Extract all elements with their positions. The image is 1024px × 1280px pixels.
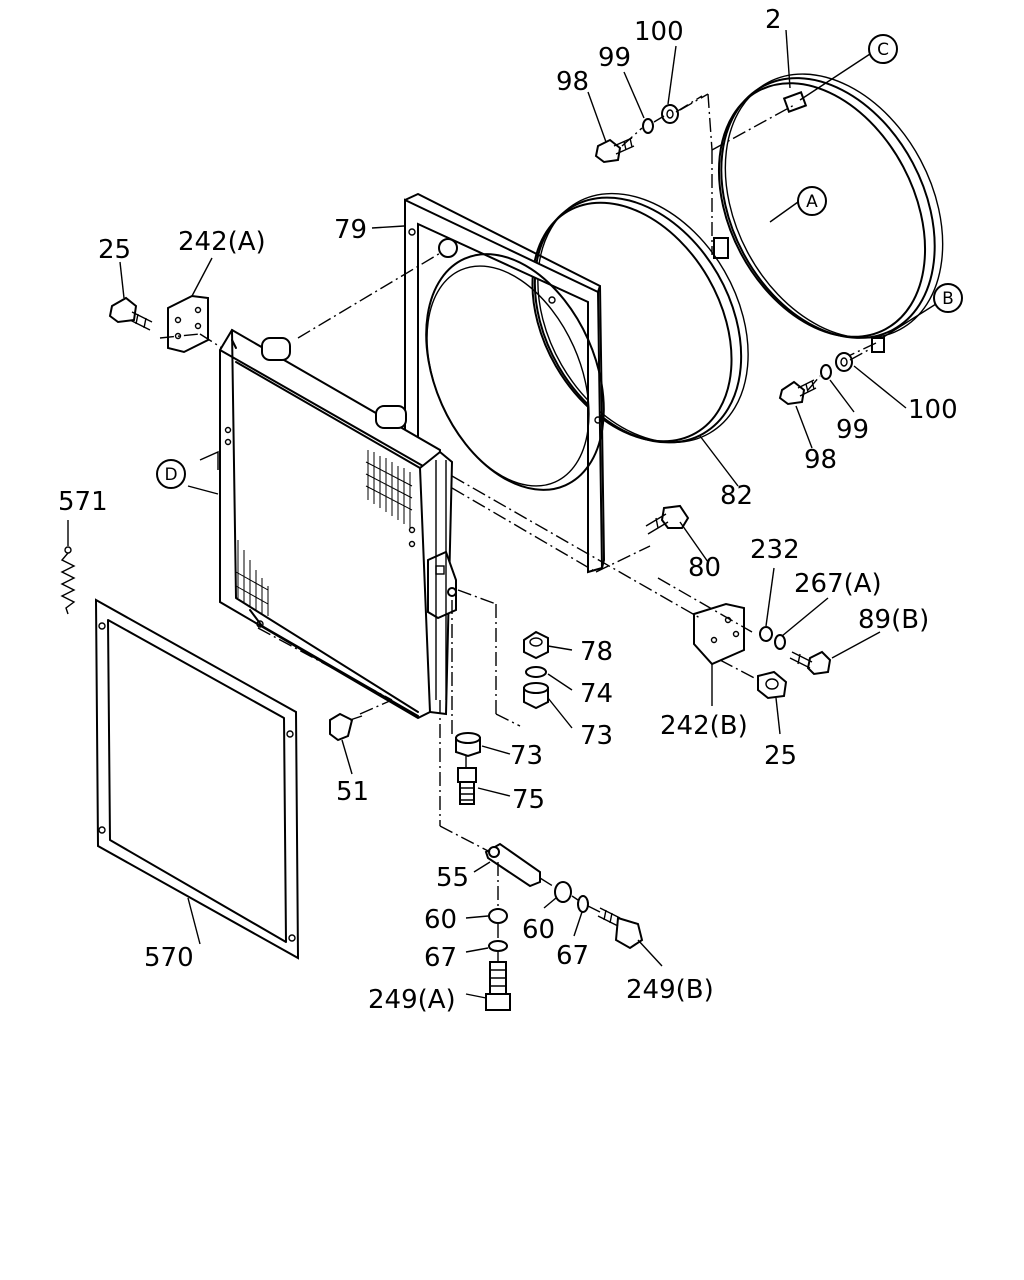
- label-part-571: 571: [58, 487, 108, 517]
- label-part-60-left: 60: [424, 905, 457, 935]
- bracket-242a: [167, 294, 209, 354]
- label-part-67-left: 67: [424, 943, 457, 973]
- bolt-25-left: [108, 296, 153, 331]
- label-part-78: 78: [580, 637, 613, 667]
- bolt-249b: [597, 907, 644, 950]
- label-part-232: 232: [750, 535, 800, 565]
- bushing-73-mid: [455, 732, 481, 758]
- washer-99-top: [642, 118, 654, 134]
- nut-78: [523, 630, 549, 660]
- label-part-80: 80: [688, 553, 721, 583]
- shroud-ring: [679, 73, 944, 361]
- label-part-249a: 249(A): [368, 985, 456, 1015]
- label-part-242a: 242(A): [178, 227, 266, 257]
- screen-guard: [94, 598, 300, 960]
- side-bracket: [427, 460, 457, 700]
- stud-75: [457, 767, 477, 805]
- label-part-100-top: 100: [634, 17, 684, 47]
- knob-51: [329, 712, 363, 742]
- label-part-570: 570: [144, 943, 194, 973]
- callout-d-letter: D: [164, 465, 177, 485]
- label-part-100-right: 100: [908, 395, 958, 425]
- bolt-249a: [485, 961, 511, 1011]
- washer-67-left: [488, 940, 508, 952]
- label-part-89b: 89(B): [858, 605, 929, 635]
- label-part-73-mid: 73: [510, 741, 543, 771]
- core-hatch-upper: [365, 450, 413, 528]
- label-part-249b: 249(B): [626, 975, 714, 1005]
- nut-232: [759, 626, 773, 642]
- label-part-60-right: 60: [522, 915, 555, 945]
- callout-a: A: [797, 186, 827, 216]
- label-part-51: 51: [336, 777, 369, 807]
- radiator-core: [199, 328, 454, 720]
- link-55: [484, 842, 541, 888]
- label-part-82: 82: [720, 481, 753, 511]
- washer-67-right: [577, 895, 589, 913]
- callout-c: C: [868, 34, 898, 64]
- bolt-25-right: [757, 670, 788, 700]
- label-part-74: 74: [580, 679, 613, 709]
- callout-c-letter: C: [877, 40, 889, 60]
- bolt-98-top: [594, 137, 635, 164]
- callout-b: B: [933, 283, 963, 313]
- bushing-60-left: [488, 908, 508, 924]
- label-part-2: 2: [765, 5, 782, 35]
- bracket-242b: [693, 602, 745, 666]
- label-part-25-left: 25: [98, 235, 131, 265]
- washer-99-right: [820, 364, 832, 380]
- washer-267a: [774, 634, 786, 650]
- callout-d: D: [156, 459, 186, 489]
- bushing-73-right: [523, 682, 549, 710]
- seal-ring: [531, 192, 749, 444]
- bolt-80: [645, 504, 690, 535]
- callout-b-letter: B: [942, 289, 954, 309]
- label-part-99-right: 99: [836, 415, 869, 445]
- leader-lines: [67, 29, 937, 999]
- label-part-67-right: 67: [556, 941, 589, 971]
- assembly-lines: [159, 95, 873, 962]
- label-part-242b: 242(B): [660, 711, 748, 741]
- washer-74: [525, 666, 547, 678]
- spring-571: [60, 546, 76, 615]
- washer-100-top: [661, 104, 679, 124]
- label-part-25-right: 25: [764, 741, 797, 771]
- label-part-267a: 267(A): [794, 569, 882, 599]
- label-part-98-right: 98: [804, 445, 837, 475]
- bushing-60-right: [554, 881, 572, 903]
- label-part-98-top: 98: [556, 67, 589, 97]
- label-part-55: 55: [436, 863, 469, 893]
- part-labels: 2 100 99 98 79 25 242(A) 100 99 98 82 57…: [58, 5, 958, 1015]
- label-part-75: 75: [512, 785, 545, 815]
- label-part-79: 79: [334, 215, 367, 245]
- bolt-89b: [789, 650, 832, 676]
- label-part-99-top: 99: [598, 43, 631, 73]
- washer-100-right: [835, 352, 853, 372]
- label-part-73-right: 73: [580, 721, 613, 751]
- core-hatch-lower: [235, 540, 269, 616]
- callout-a-letter: A: [806, 192, 818, 212]
- bolt-98-right: [778, 379, 817, 406]
